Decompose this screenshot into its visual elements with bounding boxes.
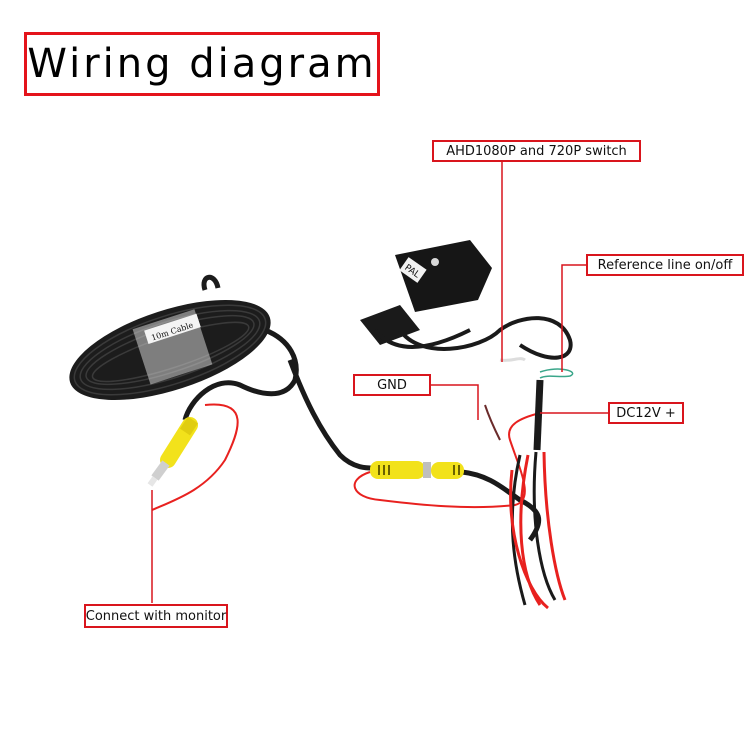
label-ahd-switch: AHD1080P and 720P switch: [432, 140, 641, 162]
callout-lines: [151, 162, 609, 603]
camera-unit: PAL: [360, 240, 574, 441]
label-connect-monitor: Connect with monitor: [84, 604, 228, 628]
label-reference-line: Reference line on/off: [586, 254, 744, 276]
rca-coupler: [370, 461, 464, 479]
label-dc12v: DC12V +: [608, 402, 684, 424]
cable-coil: 10m Cable: [69, 274, 271, 401]
power-cable-bundle: [509, 379, 567, 610]
label-gnd: GND: [353, 374, 431, 396]
diagram-title: Wiring diagram: [24, 32, 380, 96]
rca-plug-left: [147, 416, 198, 487]
